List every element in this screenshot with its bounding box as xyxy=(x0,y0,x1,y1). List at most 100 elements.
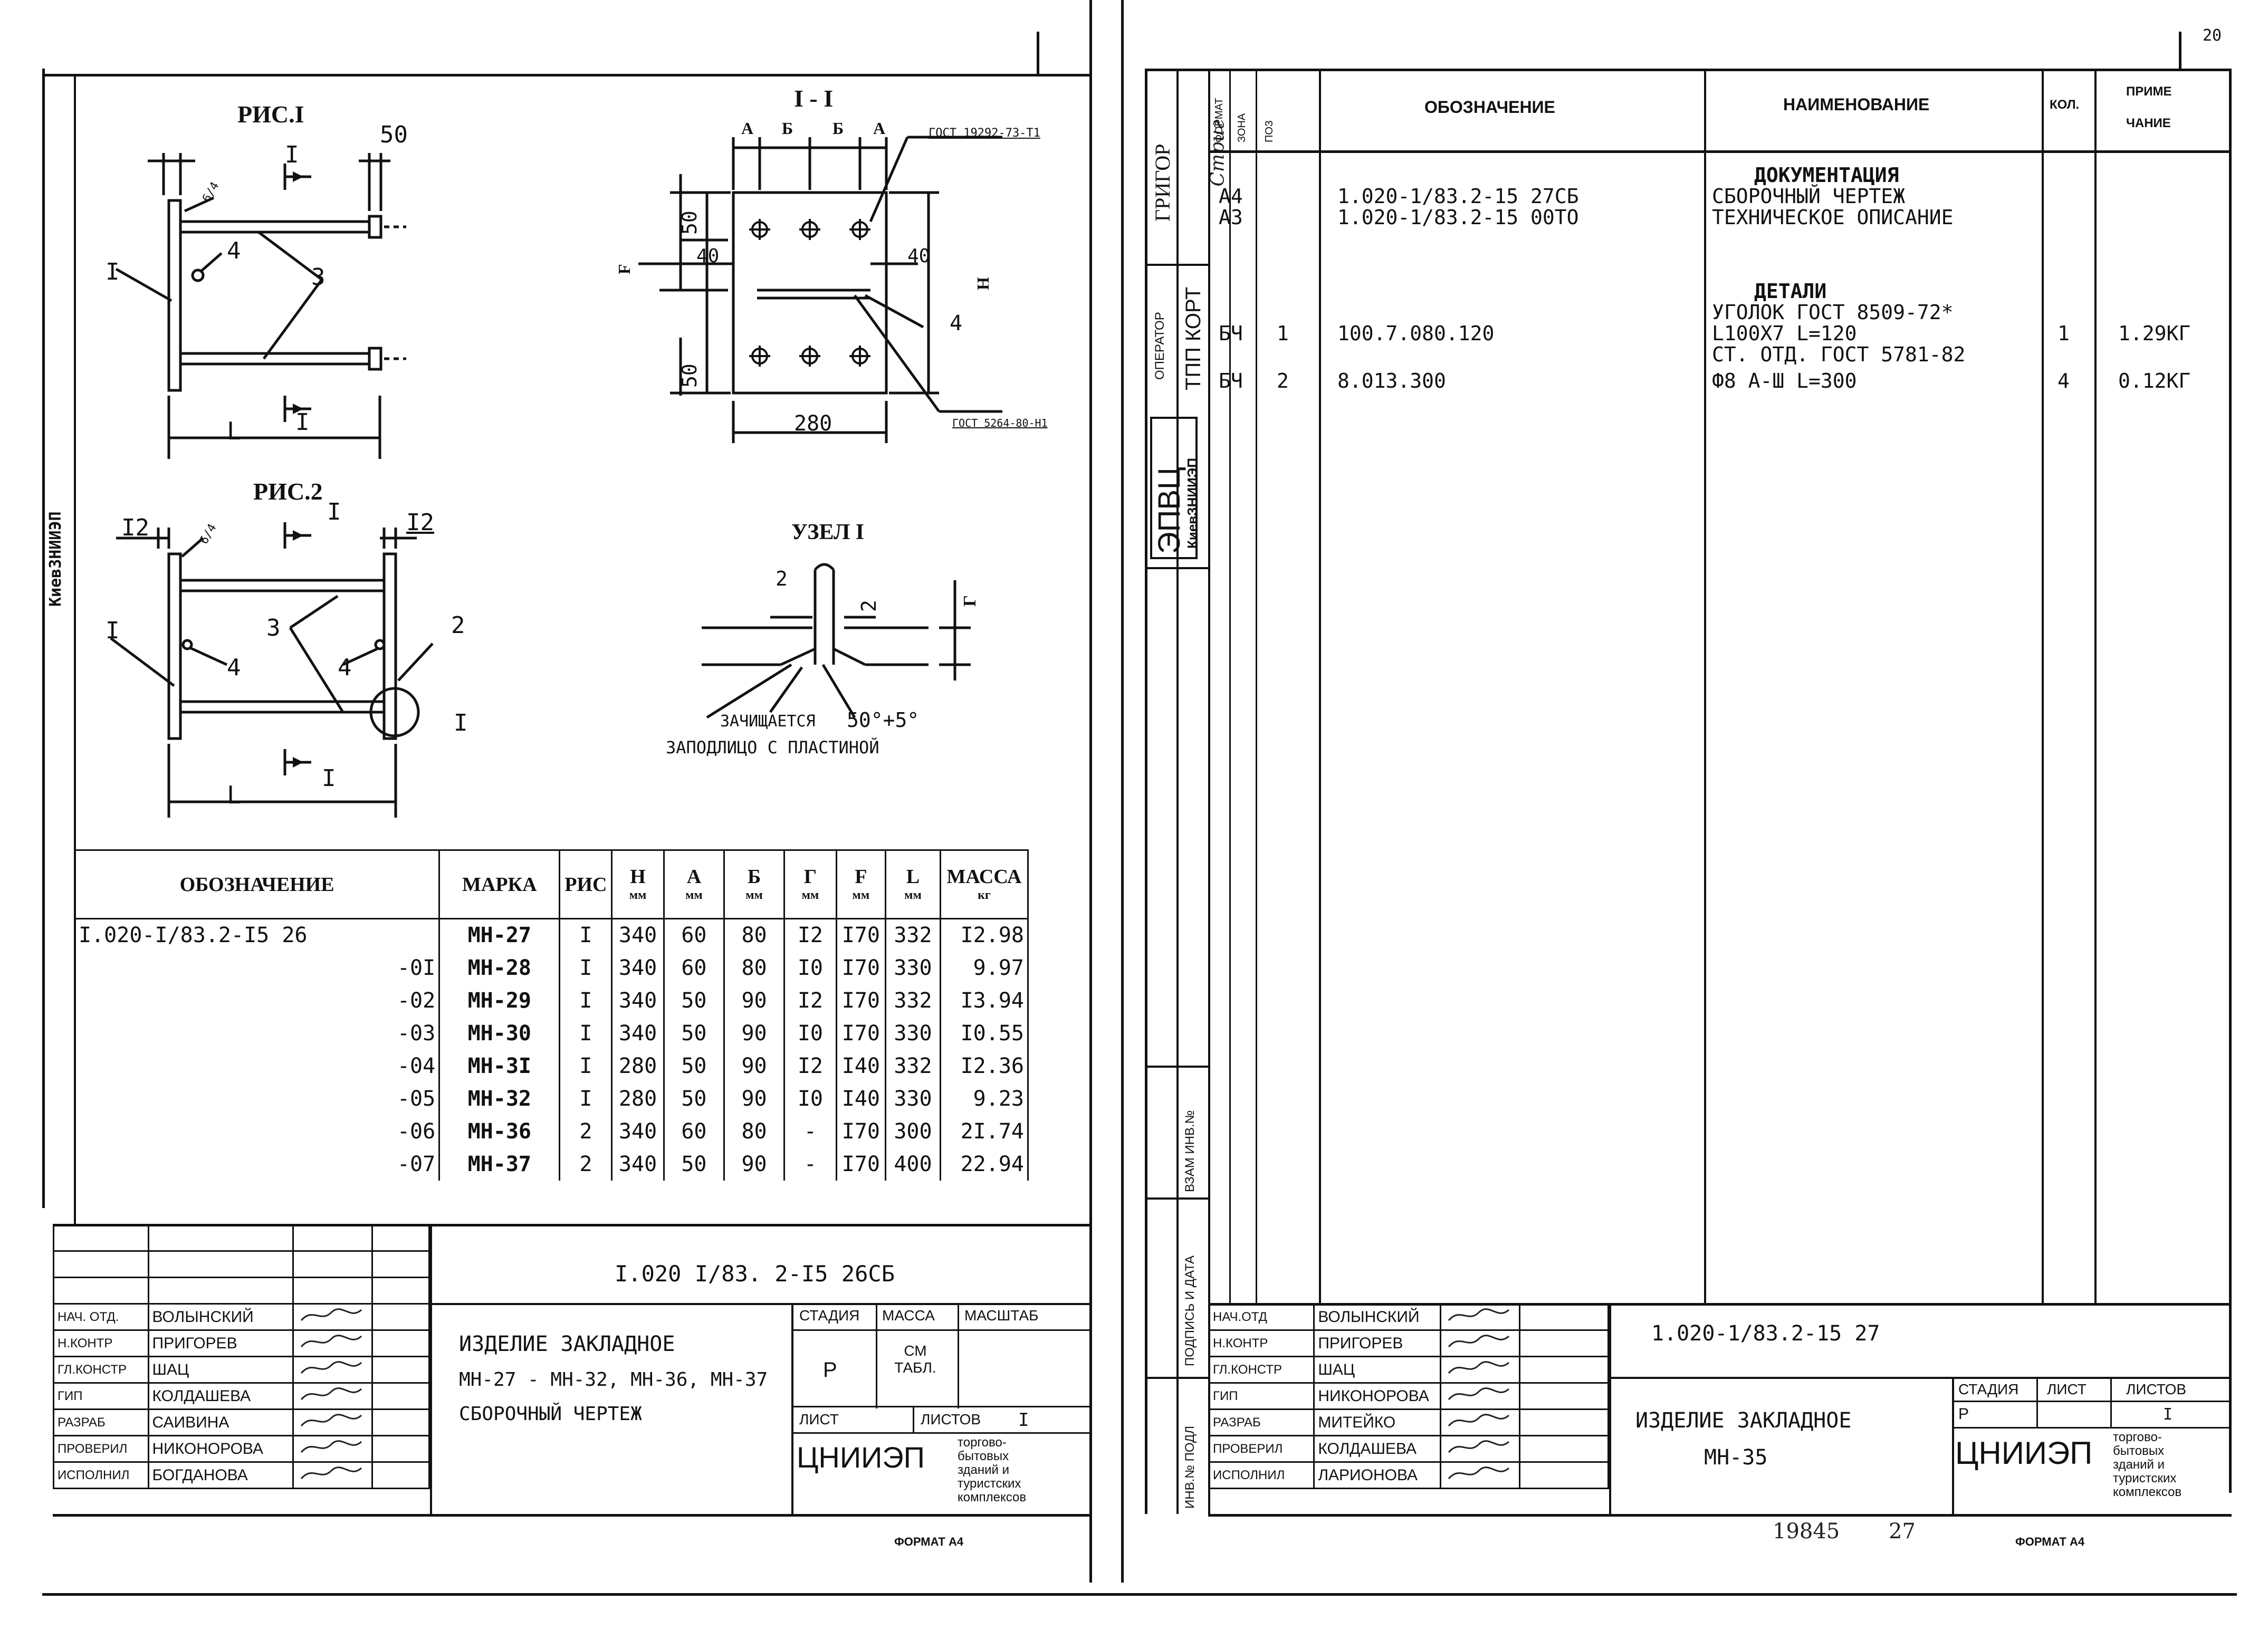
signature-name: САИВИНА xyxy=(147,1408,294,1436)
cell-value: I70 xyxy=(835,918,887,952)
signature-mark xyxy=(1440,1303,1521,1331)
cell-value: I2 xyxy=(783,984,837,1017)
cell-value: - xyxy=(783,1147,837,1181)
cell-value: 340 xyxy=(611,1017,665,1050)
signature-row-empty xyxy=(53,1250,430,1278)
cell-value: 332 xyxy=(885,918,941,952)
fig2-sec-mark-bottom: I xyxy=(322,765,336,792)
fig2-part-3: 3 xyxy=(266,615,281,641)
section-dim-a-right: A xyxy=(873,119,886,138)
signature-date xyxy=(371,1461,430,1489)
bottom-line xyxy=(42,1593,2237,1596)
signature-mark xyxy=(292,1356,373,1384)
signature-role: РАЗРАБ xyxy=(53,1408,149,1436)
cell-value: 330 xyxy=(885,1082,941,1115)
section-title: I - I xyxy=(794,85,834,112)
signature-name: БОГДАНОВА xyxy=(147,1461,294,1489)
cell-value: 280 xyxy=(611,1082,665,1115)
left-stamp-mass-label: МАССА xyxy=(882,1307,935,1324)
node-drawing xyxy=(702,563,971,719)
cell-value: I40 xyxy=(835,1082,887,1115)
signature-name: ШАЦ xyxy=(1313,1356,1442,1384)
cell-designation: I.020-I/83.2-I5 26 xyxy=(73,918,441,952)
signature-name: КОЛДАШЕВА xyxy=(1313,1435,1442,1463)
right-stamp-code: 1.020-1/83.2-15 27 xyxy=(1651,1321,1880,1346)
section-part-4: 4 xyxy=(950,311,963,336)
fig2-node-mark: I xyxy=(454,710,468,736)
signature-name: ПРИГОРЕВ xyxy=(1313,1329,1442,1357)
cell-value: 340 xyxy=(611,918,665,952)
signature-role: РАЗРАБ xyxy=(1208,1408,1315,1436)
cell-value: I70 xyxy=(835,951,887,984)
right-stamp-stage-value: Р xyxy=(1958,1405,1969,1423)
left-stamp-code: I.020 I/83. 2-I5 26СБ xyxy=(615,1261,895,1287)
col-note-1: ПРИМЕ xyxy=(2126,84,2172,99)
cell-value: I70 xyxy=(835,1147,887,1181)
right-stamp-title-1: ИЗДЕЛИЕ ЗАКЛАДНОЕ xyxy=(1635,1408,1852,1433)
section-dim-40-right: 40 xyxy=(907,245,931,267)
col-format: ФОРМАТ xyxy=(1213,98,1225,142)
cell-value: 330 xyxy=(885,951,941,984)
spec-designation: 8.013.300 xyxy=(1337,369,1446,392)
section-dim-280: 280 xyxy=(794,411,832,436)
cell-value: 90 xyxy=(723,1049,786,1082)
cell-value: 400 xyxy=(885,1147,941,1181)
cell-designation: -02 xyxy=(73,984,441,1017)
section-dim-b-right: Б xyxy=(832,119,844,138)
signature-name: КОЛДАШЕВА xyxy=(147,1382,294,1410)
cell-value: 50 xyxy=(663,1049,725,1082)
spec-pos: 1 xyxy=(1277,322,1289,345)
side-epvc-box xyxy=(1150,417,1198,559)
spec-format: БЧ xyxy=(1219,369,1243,392)
fig2-drawing xyxy=(110,522,434,818)
th-fig: РИС xyxy=(559,849,613,919)
right-stamp-sheets-label: ЛИСТОВ xyxy=(2126,1381,2187,1397)
right-stamp-sheet-label: ЛИСТ xyxy=(2047,1381,2087,1397)
signature-date xyxy=(1519,1329,1609,1357)
cell-value: 90 xyxy=(723,984,786,1017)
fig2-part-4b: 4 xyxy=(338,654,352,681)
signature-role: ИСПОЛНИЛ xyxy=(1208,1461,1315,1489)
side-epvc: ЭПВЦ xyxy=(1152,467,1186,554)
spec-format: БЧ xyxy=(1219,322,1243,345)
left-stamp-sheet-label: ЛИСТ xyxy=(799,1411,839,1427)
col-qty: КОЛ. xyxy=(2050,98,2080,112)
fig1-part-1: I xyxy=(106,258,120,285)
cell-mark: МН-29 xyxy=(438,984,561,1017)
signature-name: ВОЛЫНСКИЙ xyxy=(1313,1303,1442,1331)
cell-value: 50 xyxy=(663,984,725,1017)
cell-value: I2.98 xyxy=(939,918,1029,952)
signature-name: МИТЕЙКО xyxy=(1313,1408,1442,1436)
fig2-part-4a: 4 xyxy=(227,654,241,681)
left-stamp-scale-label: МАСШТАБ xyxy=(964,1307,1039,1324)
cell-value: I0.55 xyxy=(939,1017,1029,1050)
signature-mark xyxy=(1440,1435,1521,1463)
signature-date xyxy=(371,1303,430,1331)
signature-mark xyxy=(292,1382,373,1410)
empty-cell xyxy=(371,1277,430,1305)
cell-designation: -05 xyxy=(73,1082,441,1115)
section-dim-40-left: 40 xyxy=(696,245,720,267)
cell-value: 60 xyxy=(663,951,725,984)
right-stamp-title-2: МН-35 xyxy=(1704,1445,1768,1470)
signature-role: ГИП xyxy=(1208,1382,1315,1410)
signature-mark xyxy=(292,1461,373,1489)
signature-mark xyxy=(292,1408,373,1436)
cell-value: 80 xyxy=(723,1115,786,1148)
cell-value: I3.94 xyxy=(939,984,1029,1017)
node-note-flush: ЗАПОДЛИЦО С ПЛАСТИНОЙ xyxy=(666,737,879,758)
signature-date xyxy=(371,1329,430,1357)
signature-row: НАЧ. ОТД.ВОЛЫНСКИЙ xyxy=(53,1303,430,1331)
cell-designation: -03 xyxy=(73,1017,441,1050)
margin-text: КиевЗНИИЭП xyxy=(46,511,65,607)
spec-format: А4 xyxy=(1219,185,1243,208)
